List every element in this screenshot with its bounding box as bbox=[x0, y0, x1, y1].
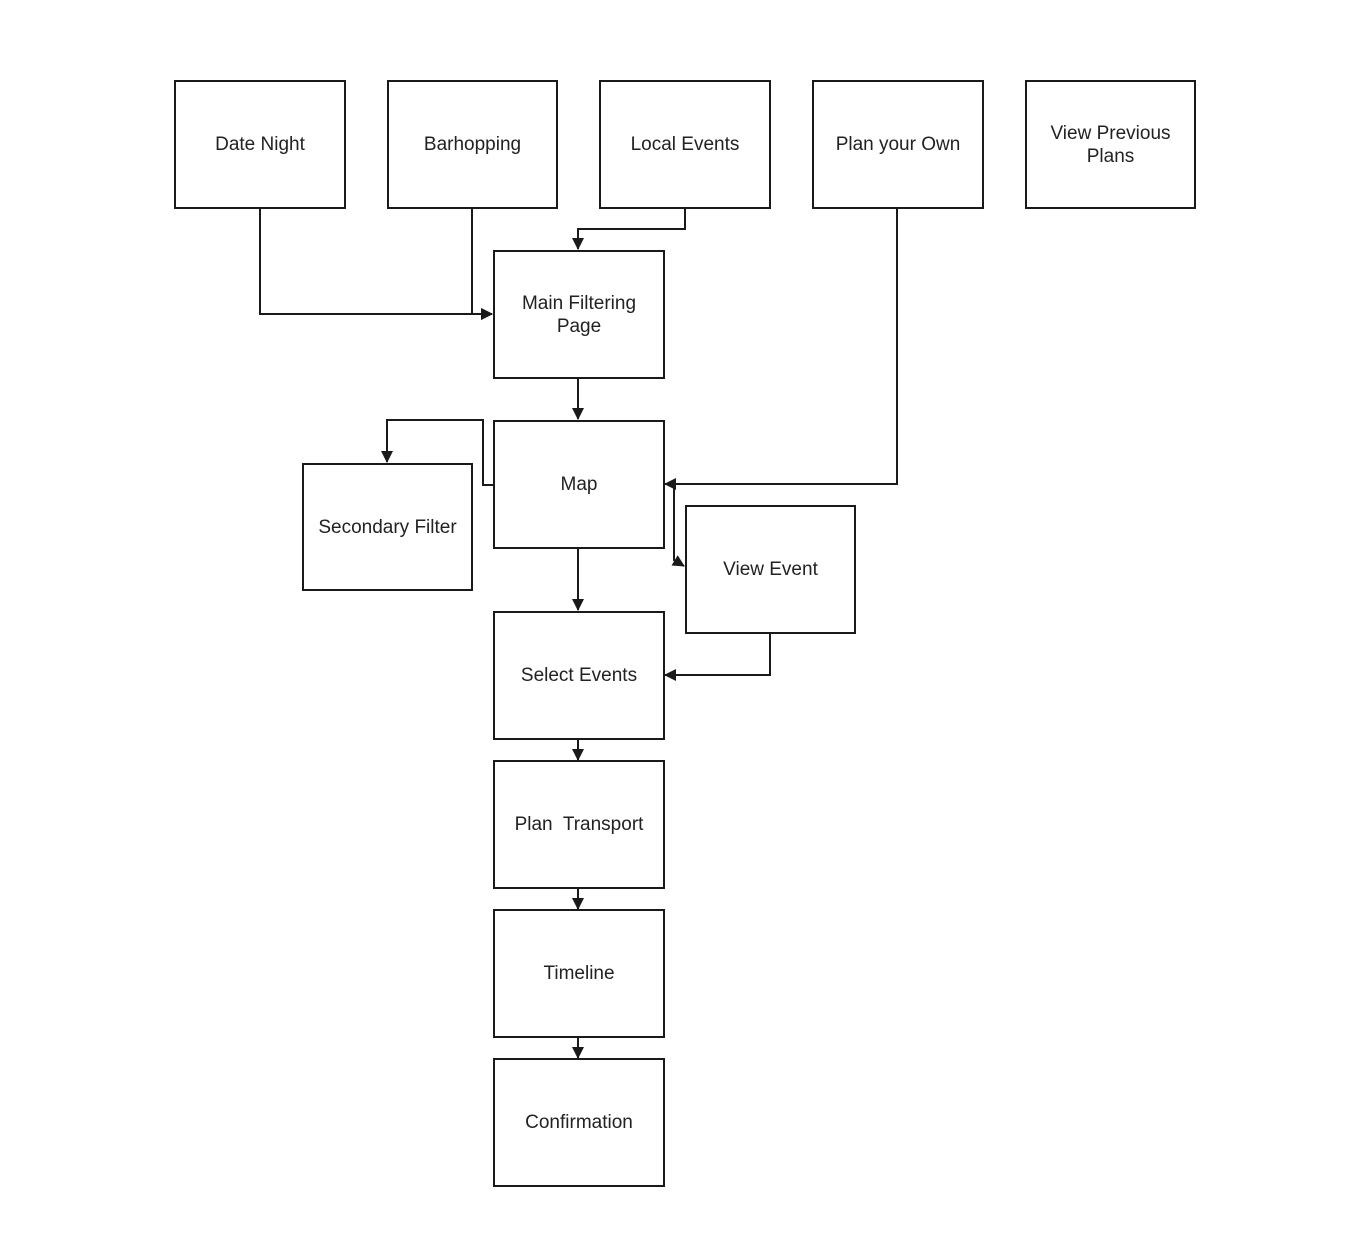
node-view-previous-plans: View Previous Plans bbox=[1025, 80, 1196, 209]
edge-local-events-to-main-filtering bbox=[572, 208, 686, 250]
node-label: Main Filtering Page bbox=[521, 292, 642, 337]
edge-map-to-view-event bbox=[671, 484, 685, 567]
node-label: Timeline bbox=[543, 963, 615, 984]
node-label: Secondary Filter bbox=[318, 516, 457, 538]
edge-plan-your-own-to-map bbox=[664, 208, 898, 490]
node-label: Map bbox=[560, 474, 598, 495]
node-label: View Event bbox=[723, 559, 818, 580]
node-timeline: Timeline bbox=[493, 909, 665, 1038]
edge-map-to-secondary-filter bbox=[381, 419, 493, 486]
node-view-event: View Event bbox=[685, 505, 856, 634]
node-label: Plan Transport bbox=[514, 814, 644, 835]
node-label: Local Events bbox=[630, 134, 740, 155]
node-main-filtering-page: Main Filtering Page bbox=[493, 250, 665, 379]
node-label: Confirmation bbox=[525, 1112, 633, 1133]
edge-barhopping-to-main-filtering bbox=[471, 208, 493, 320]
node-select-events: Select Events bbox=[493, 611, 665, 740]
edge-date-night-to-main-filtering bbox=[259, 208, 493, 320]
node-label: Date Night bbox=[215, 134, 305, 155]
edge-view-event-to-select-events bbox=[664, 633, 771, 681]
node-plan-transport: Plan Transport bbox=[493, 760, 665, 889]
node-plan-your-own: Plan your Own bbox=[812, 80, 984, 209]
node-label: Barhopping bbox=[423, 134, 522, 155]
node-barhopping: Barhopping bbox=[387, 80, 558, 209]
node-confirmation: Confirmation bbox=[493, 1058, 665, 1187]
node-date-night: Date Night bbox=[174, 80, 346, 209]
node-label: Plan your Own bbox=[835, 134, 961, 155]
node-secondary-filter: Secondary Filter bbox=[302, 463, 473, 591]
node-label: View Previous Plans bbox=[1050, 122, 1176, 167]
node-label: Select Events bbox=[520, 665, 638, 686]
node-local-events: Local Events bbox=[599, 80, 771, 209]
node-map: Map bbox=[493, 420, 665, 549]
